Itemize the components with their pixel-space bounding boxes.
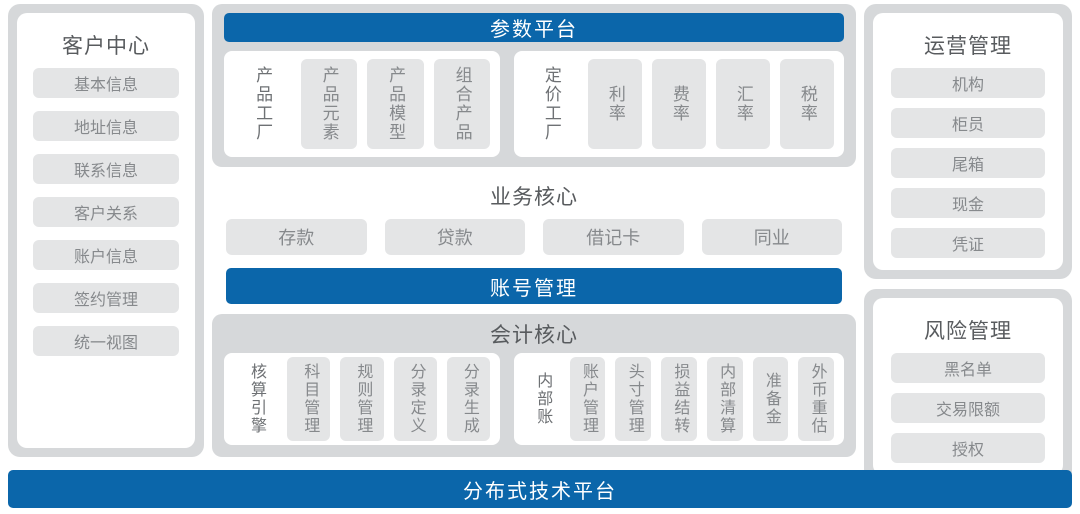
accounting-engine-item-entry-generation[interactable]: 分录生成: [446, 357, 491, 441]
internal-account-item-fx-revaluation[interactable]: 外币重估: [798, 357, 835, 441]
risk-management-card: 风险管理 黑名单 交易限额 授权: [873, 298, 1063, 475]
internal-account-item-position-mgmt[interactable]: 头寸管理: [615, 357, 652, 441]
pricing-factory-item-interest-rate[interactable]: 利率: [588, 59, 642, 149]
customer-center-title: 客户中心: [62, 35, 150, 58]
parameter-platform-panel: 参数平台 产品工厂 产品元素 产品模型 组合产品 定价工厂 利率 费率 汇率 税…: [212, 4, 856, 167]
product-factory-group: 产品工厂 产品元素 产品模型 组合产品: [224, 51, 500, 157]
internal-account-item-account-mgmt[interactable]: 账户管理: [569, 357, 606, 441]
pricing-factory-group: 定价工厂 利率 费率 汇率 税率: [514, 51, 844, 157]
internal-account-label: 内部账: [534, 372, 552, 426]
business-core-item-debit-card[interactable]: 借记卡: [543, 219, 684, 255]
business-core-title: 业务核心: [490, 186, 578, 209]
accounting-core-title: 会计核心: [490, 324, 578, 347]
customer-center-item-account-info[interactable]: 账户信息: [33, 240, 179, 270]
product-factory-item-product-element[interactable]: 产品元素: [300, 59, 357, 149]
customer-center-item-unified-view[interactable]: 统一视图: [33, 326, 179, 356]
center-column: 参数平台 产品工厂 产品元素 产品模型 组合产品 定价工厂 利率 费率 汇率 税…: [212, 4, 856, 457]
business-core-section: 业务核心 存款 贷款 借记卡 同业 账号管理: [212, 167, 856, 314]
parameter-platform-title: 参数平台: [224, 13, 844, 42]
accounting-engine-item-rule-mgmt[interactable]: 规则管理: [340, 357, 384, 441]
operations-item-cash[interactable]: 现金: [891, 188, 1045, 218]
parameter-platform-inner: 参数平台 产品工厂 产品元素 产品模型 组合产品 定价工厂 利率 费率 汇率 税…: [212, 4, 856, 167]
business-core-item-interbank[interactable]: 同业: [701, 219, 842, 255]
accounting-engine-item-entry-definition[interactable]: 分录定义: [393, 357, 437, 441]
internal-account-item-internal-settlement[interactable]: 内部清算: [706, 357, 743, 441]
customer-center-item-contract-mgmt[interactable]: 签约管理: [33, 283, 179, 313]
accounting-core-panel: 会计核心 核算引擎 科目管理 规则管理 分录定义 分录生成 内部账 账户管理 头…: [212, 314, 856, 457]
accounting-core-groups: 核算引擎 科目管理 规则管理 分录定义 分录生成 内部账 账户管理 头寸管理 损…: [224, 353, 844, 445]
business-core-item-loan[interactable]: 贷款: [384, 219, 525, 255]
business-core-items: 存款 贷款 借记卡 同业: [226, 219, 842, 255]
accounting-engine-group: 核算引擎 科目管理 规则管理 分录定义 分录生成: [224, 353, 500, 445]
operations-item-teller[interactable]: 柜员: [891, 108, 1045, 138]
operations-management-panel: 运营管理 机构 柜员 尾箱 现金 凭证: [864, 4, 1072, 279]
right-column: 运营管理 机构 柜员 尾箱 现金 凭证 风险管理 黑名单 交易限额 授权: [864, 4, 1072, 484]
pricing-factory-label: 定价工厂: [541, 66, 561, 142]
risk-item-transaction-limit[interactable]: 交易限额: [891, 393, 1045, 423]
operations-item-voucher[interactable]: 凭证: [891, 228, 1045, 258]
internal-account-item-profit-loss-carryover[interactable]: 损益结转: [661, 357, 697, 441]
risk-item-blacklist[interactable]: 黑名单: [891, 353, 1045, 383]
risk-item-authorization[interactable]: 授权: [891, 433, 1045, 463]
pricing-factory-item-fee-rate[interactable]: 费率: [652, 59, 706, 149]
tech-platform-bar[interactable]: 分布式技术平台: [8, 470, 1072, 508]
business-core-item-deposit[interactable]: 存款: [226, 219, 367, 255]
operations-item-cash-box[interactable]: 尾箱: [891, 148, 1045, 178]
account-management-bar[interactable]: 账号管理: [226, 268, 842, 304]
operations-management-card: 运营管理 机构 柜员 尾箱 现金 凭证: [873, 13, 1063, 270]
product-factory-item-product-model[interactable]: 产品模型: [367, 59, 424, 149]
customer-center-item-basic-info[interactable]: 基本信息: [33, 68, 179, 98]
customer-center-item-customer-relation[interactable]: 客户关系: [33, 197, 179, 227]
product-factory-label: 产品工厂: [253, 66, 273, 142]
pricing-factory-item-exchange-rate[interactable]: 汇率: [716, 59, 770, 149]
customer-center-card: 客户中心 基本信息 地址信息 联系信息 客户关系 账户信息 签约管理 统一视图: [17, 13, 195, 448]
risk-management-title: 风险管理: [924, 320, 1012, 343]
parameter-platform-groups: 产品工厂 产品元素 产品模型 组合产品 定价工厂 利率 费率 汇率 税率: [224, 51, 844, 157]
accounting-engine-label: 核算引擎: [248, 363, 265, 435]
customer-center-panel: 客户中心 基本信息 地址信息 联系信息 客户关系 账户信息 签约管理 统一视图: [8, 4, 204, 457]
pricing-factory-item-tax-rate[interactable]: 税率: [780, 59, 834, 149]
internal-account-item-reserve[interactable]: 准备金: [752, 357, 789, 441]
internal-account-group: 内部账 账户管理 头寸管理 损益结转 内部清算 准备金 外币重估: [514, 353, 844, 445]
customer-center-item-contact-info[interactable]: 联系信息: [33, 154, 179, 184]
operations-management-title: 运营管理: [924, 35, 1012, 58]
customer-center-item-address-info[interactable]: 地址信息: [33, 111, 179, 141]
risk-management-panel: 风险管理 黑名单 交易限额 授权: [864, 289, 1072, 484]
product-factory-item-composite-product[interactable]: 组合产品: [433, 59, 490, 149]
accounting-core-inner: 会计核心 核算引擎 科目管理 规则管理 分录定义 分录生成 内部账 账户管理 头…: [212, 314, 856, 457]
accounting-engine-item-subject-mgmt[interactable]: 科目管理: [287, 357, 331, 441]
operations-item-institution[interactable]: 机构: [891, 68, 1045, 98]
